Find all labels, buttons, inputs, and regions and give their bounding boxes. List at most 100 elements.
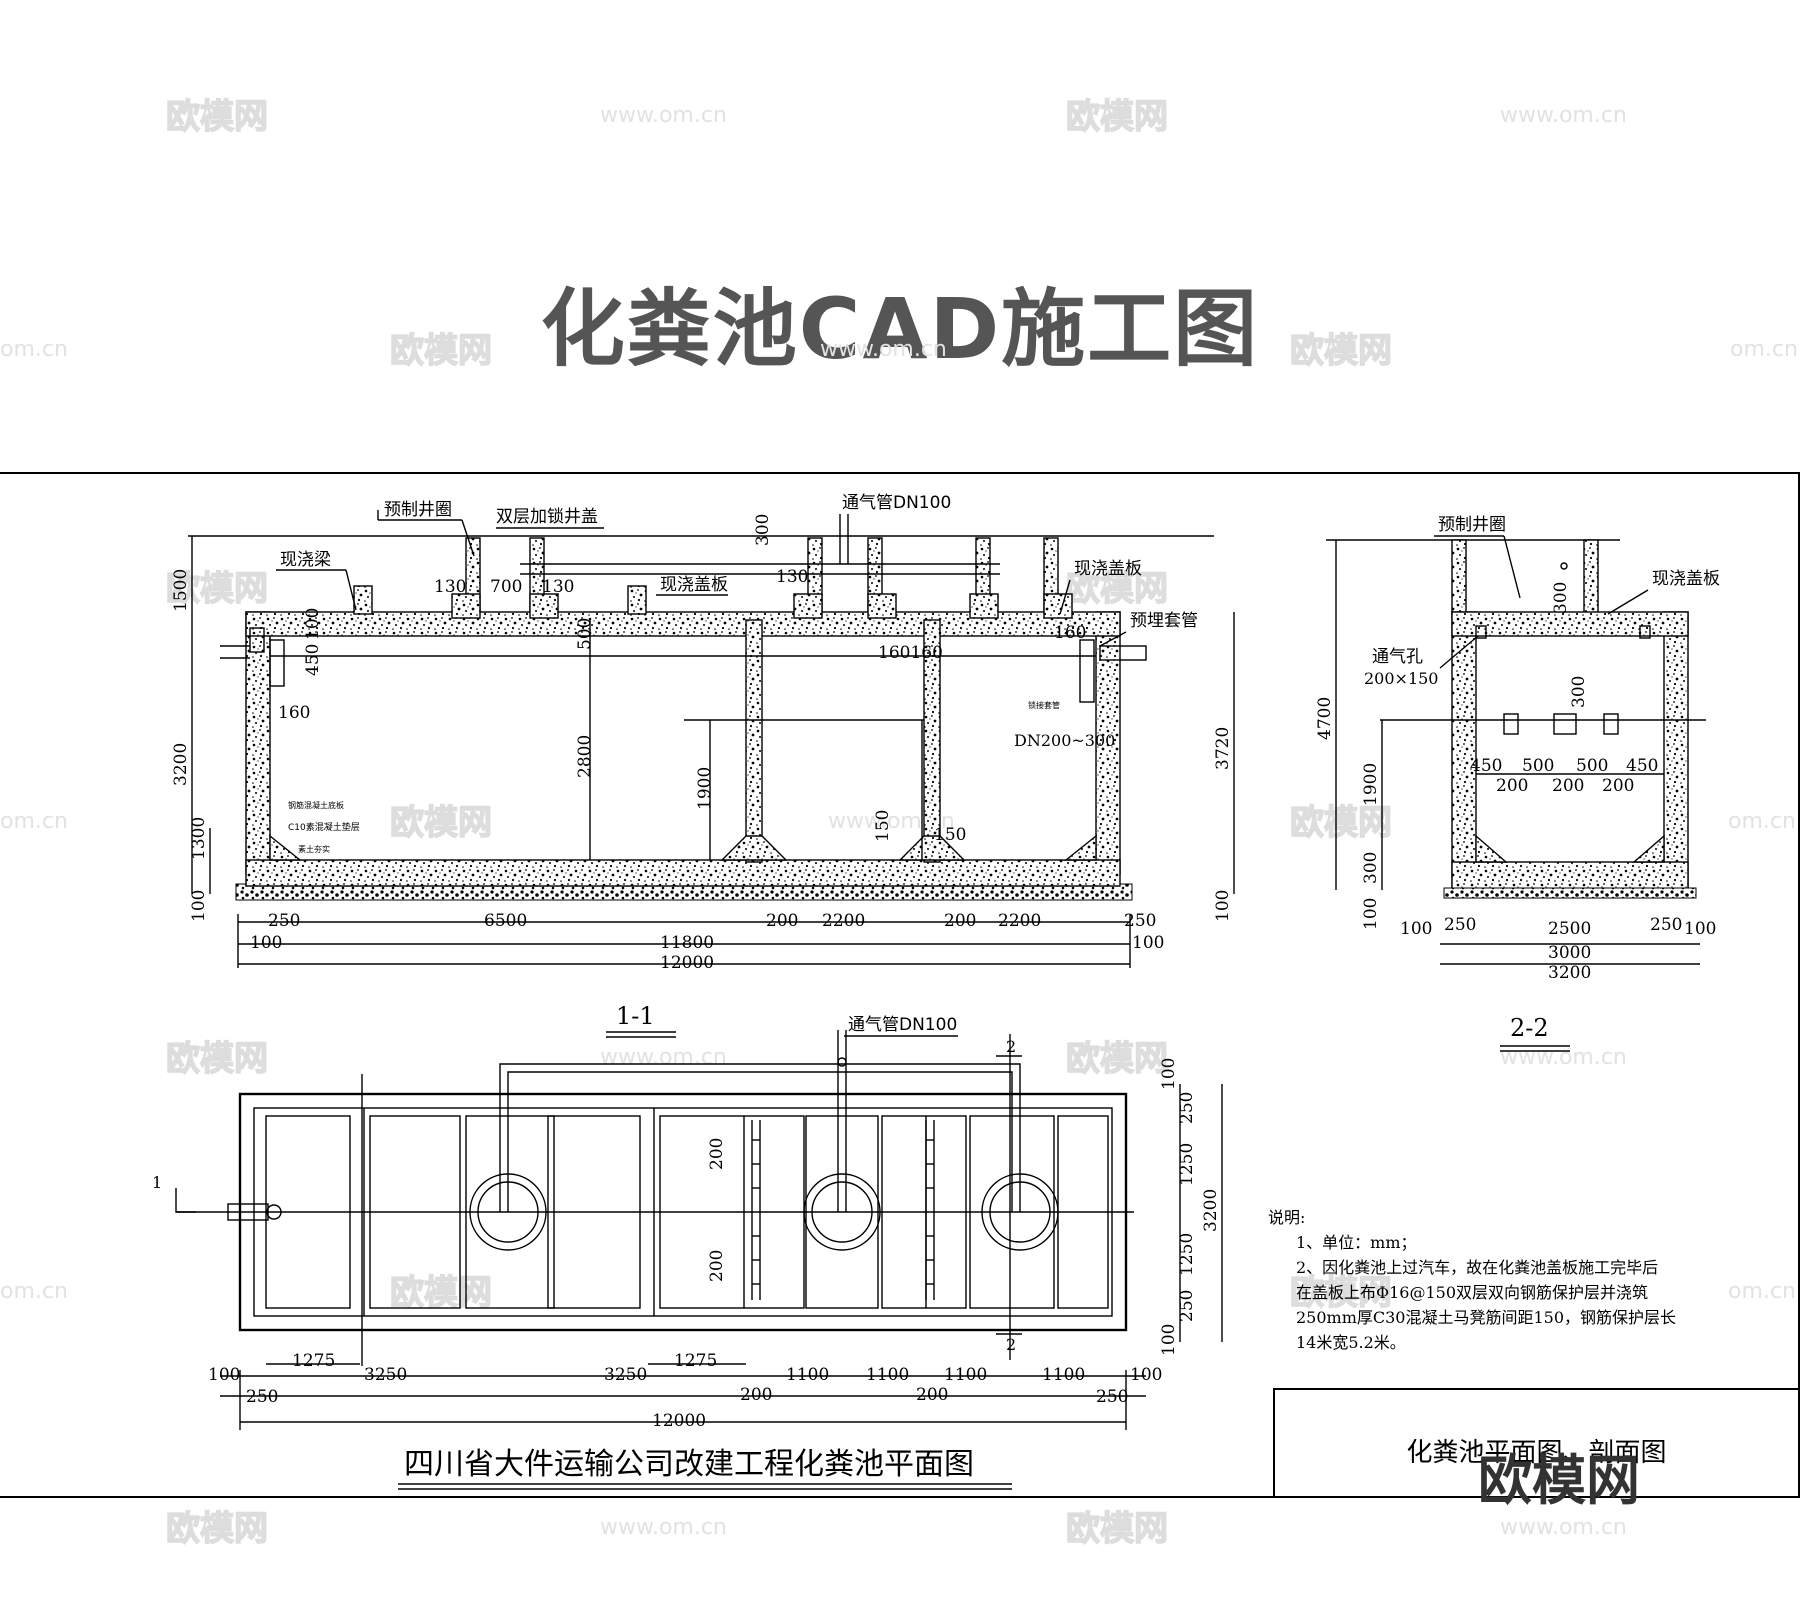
leader [1099, 631, 1127, 647]
riser-flange [529, 593, 559, 619]
dim-text: 200 [1602, 776, 1634, 796]
dim-text: 250 [1177, 1092, 1197, 1124]
label-vent-pipe: 通气管DN100 [842, 493, 951, 513]
drawing-frame [0, 472, 1800, 1498]
leader [461, 519, 475, 557]
inlet-pipe [227, 1203, 269, 1221]
dim-text: 100 [1159, 1058, 1179, 1090]
dim-text: 160 [278, 703, 310, 723]
opening [1553, 713, 1577, 735]
dim-text: 200 [1552, 776, 1584, 796]
riser [1583, 539, 1599, 615]
watermarks: 欧模网 www.om.cn 欧模网 www.om.cn om.cn 欧模网 ww… [0, 96, 1798, 1549]
dim-text: 160 [1054, 623, 1086, 643]
riser-flange [969, 593, 999, 619]
dim-text: 100 [189, 890, 209, 922]
base-slab [1451, 861, 1689, 891]
label-cast-slab: 现浇盖板 [1652, 569, 1720, 589]
riser-flange [867, 593, 897, 619]
dim-text: 200 [740, 1385, 772, 1405]
dim-text: 450 [303, 644, 323, 676]
dim-text: 3720 [1213, 727, 1233, 770]
dim-text: 150 [934, 825, 966, 845]
dim-text: 300 [1569, 676, 1589, 708]
vent-pipe-joint [837, 1057, 847, 1067]
leader [345, 569, 357, 611]
haunch [269, 834, 302, 861]
dim-text: 3200 [171, 743, 191, 786]
partition-2 [923, 619, 941, 863]
dim-text: 1100 [1042, 1365, 1085, 1385]
vent-hole [1639, 625, 1651, 639]
dim-text: 1250 [1177, 1233, 1197, 1276]
watermark-url-partial: om.cn [1730, 337, 1798, 362]
haunch [1475, 834, 1508, 863]
dim-text: 12000 [652, 1411, 706, 1431]
tiny-label: 素土夯实 [298, 844, 330, 854]
watermark-url: www.om.cn [600, 1515, 727, 1540]
leader [1439, 635, 1479, 669]
dim-text: 200 [766, 911, 798, 931]
watermark-brand: 欧模网 [1066, 569, 1168, 609]
dim-text: 100 [250, 933, 282, 953]
label-precast-ring: 预制井圈 [1438, 515, 1506, 535]
dim-text: 250 [1096, 1387, 1128, 1407]
dim-text: 700 [490, 577, 522, 597]
watermark-brand: 欧模网 [1066, 1039, 1168, 1079]
dim-text: 300 [753, 514, 773, 546]
watermark-brand: 欧模网 [166, 1509, 268, 1549]
watermark-brand: 欧模网 [1290, 331, 1392, 371]
vent-hole [1475, 625, 1487, 639]
label-cast-beam: 现浇梁 [280, 550, 331, 570]
base-slab [245, 859, 1121, 887]
outlet-pipe [1099, 645, 1147, 661]
tiny-label: C10素混凝土垫层 [288, 821, 360, 833]
dim-text: 1275 [674, 1351, 717, 1371]
label-precast-ring: 预制井圈 [384, 500, 452, 520]
notes-heading: 说明: [1268, 1208, 1306, 1227]
notes-item-2-line-2: 在盖板上布Φ16@150双层双向钢筋保护层并浇筑 [1296, 1283, 1649, 1302]
dim-text: 250 [268, 911, 300, 931]
watermark-url: www.om.cn [600, 103, 727, 128]
dim-text: 200 [1496, 776, 1528, 796]
haunch [1632, 834, 1665, 863]
watermark-brand: 欧模网 [390, 803, 492, 843]
page-title: 化粪池CAD施工图 [540, 280, 1260, 378]
wall-right [1663, 611, 1689, 891]
dim-text: 100 [1130, 1365, 1162, 1385]
riser-flange [451, 593, 481, 619]
watermark-brand: 欧模网 [1290, 803, 1392, 843]
dim-text: 130 [434, 577, 466, 597]
ladder [751, 1120, 935, 1300]
dim-text: 500 [1522, 756, 1554, 776]
watermark-url: www.om.cn [820, 337, 947, 362]
dim-text: 250 [1177, 1290, 1197, 1322]
dim-text: 100 [1361, 898, 1381, 930]
haunch [898, 835, 966, 861]
dim-text: 130 [776, 567, 808, 587]
riser-flange [793, 593, 823, 619]
watermark-url: www.om.cn [1500, 1515, 1627, 1540]
notes: 说明: 1、单位：mm； 2、因化粪池上过汽车，故在化粪池盖板施工完毕后 在盖板… [1268, 1205, 1738, 1355]
dim-text: 1100 [944, 1365, 987, 1385]
vent-pipe-route [507, 1071, 1013, 1212]
dim-text: 1900 [695, 767, 715, 810]
dim-text: 1500 [171, 569, 191, 612]
section-caption: 2-2 [1510, 1014, 1549, 1042]
tiny-label: 锁接套管 [1028, 700, 1060, 710]
dim-text: 3200 [1548, 963, 1591, 983]
leader [1503, 535, 1521, 599]
haunch [1064, 834, 1097, 861]
dim-text: 1100 [786, 1365, 829, 1385]
partition-1 [745, 619, 763, 863]
dim-text: 250 [1124, 911, 1156, 931]
label-pipe-dn: DN200~300 [1014, 731, 1115, 750]
dim-text: 3000 [1548, 943, 1591, 963]
watermark-url-partial: om.cn [1728, 809, 1796, 834]
wall-left [1451, 611, 1477, 891]
dim-text: 2200 [822, 911, 865, 931]
title-block: 化粪池平面图、剖面图 [1273, 1388, 1798, 1497]
dim-text: 200 [707, 1138, 727, 1170]
dim-text: 11800 [660, 933, 714, 953]
